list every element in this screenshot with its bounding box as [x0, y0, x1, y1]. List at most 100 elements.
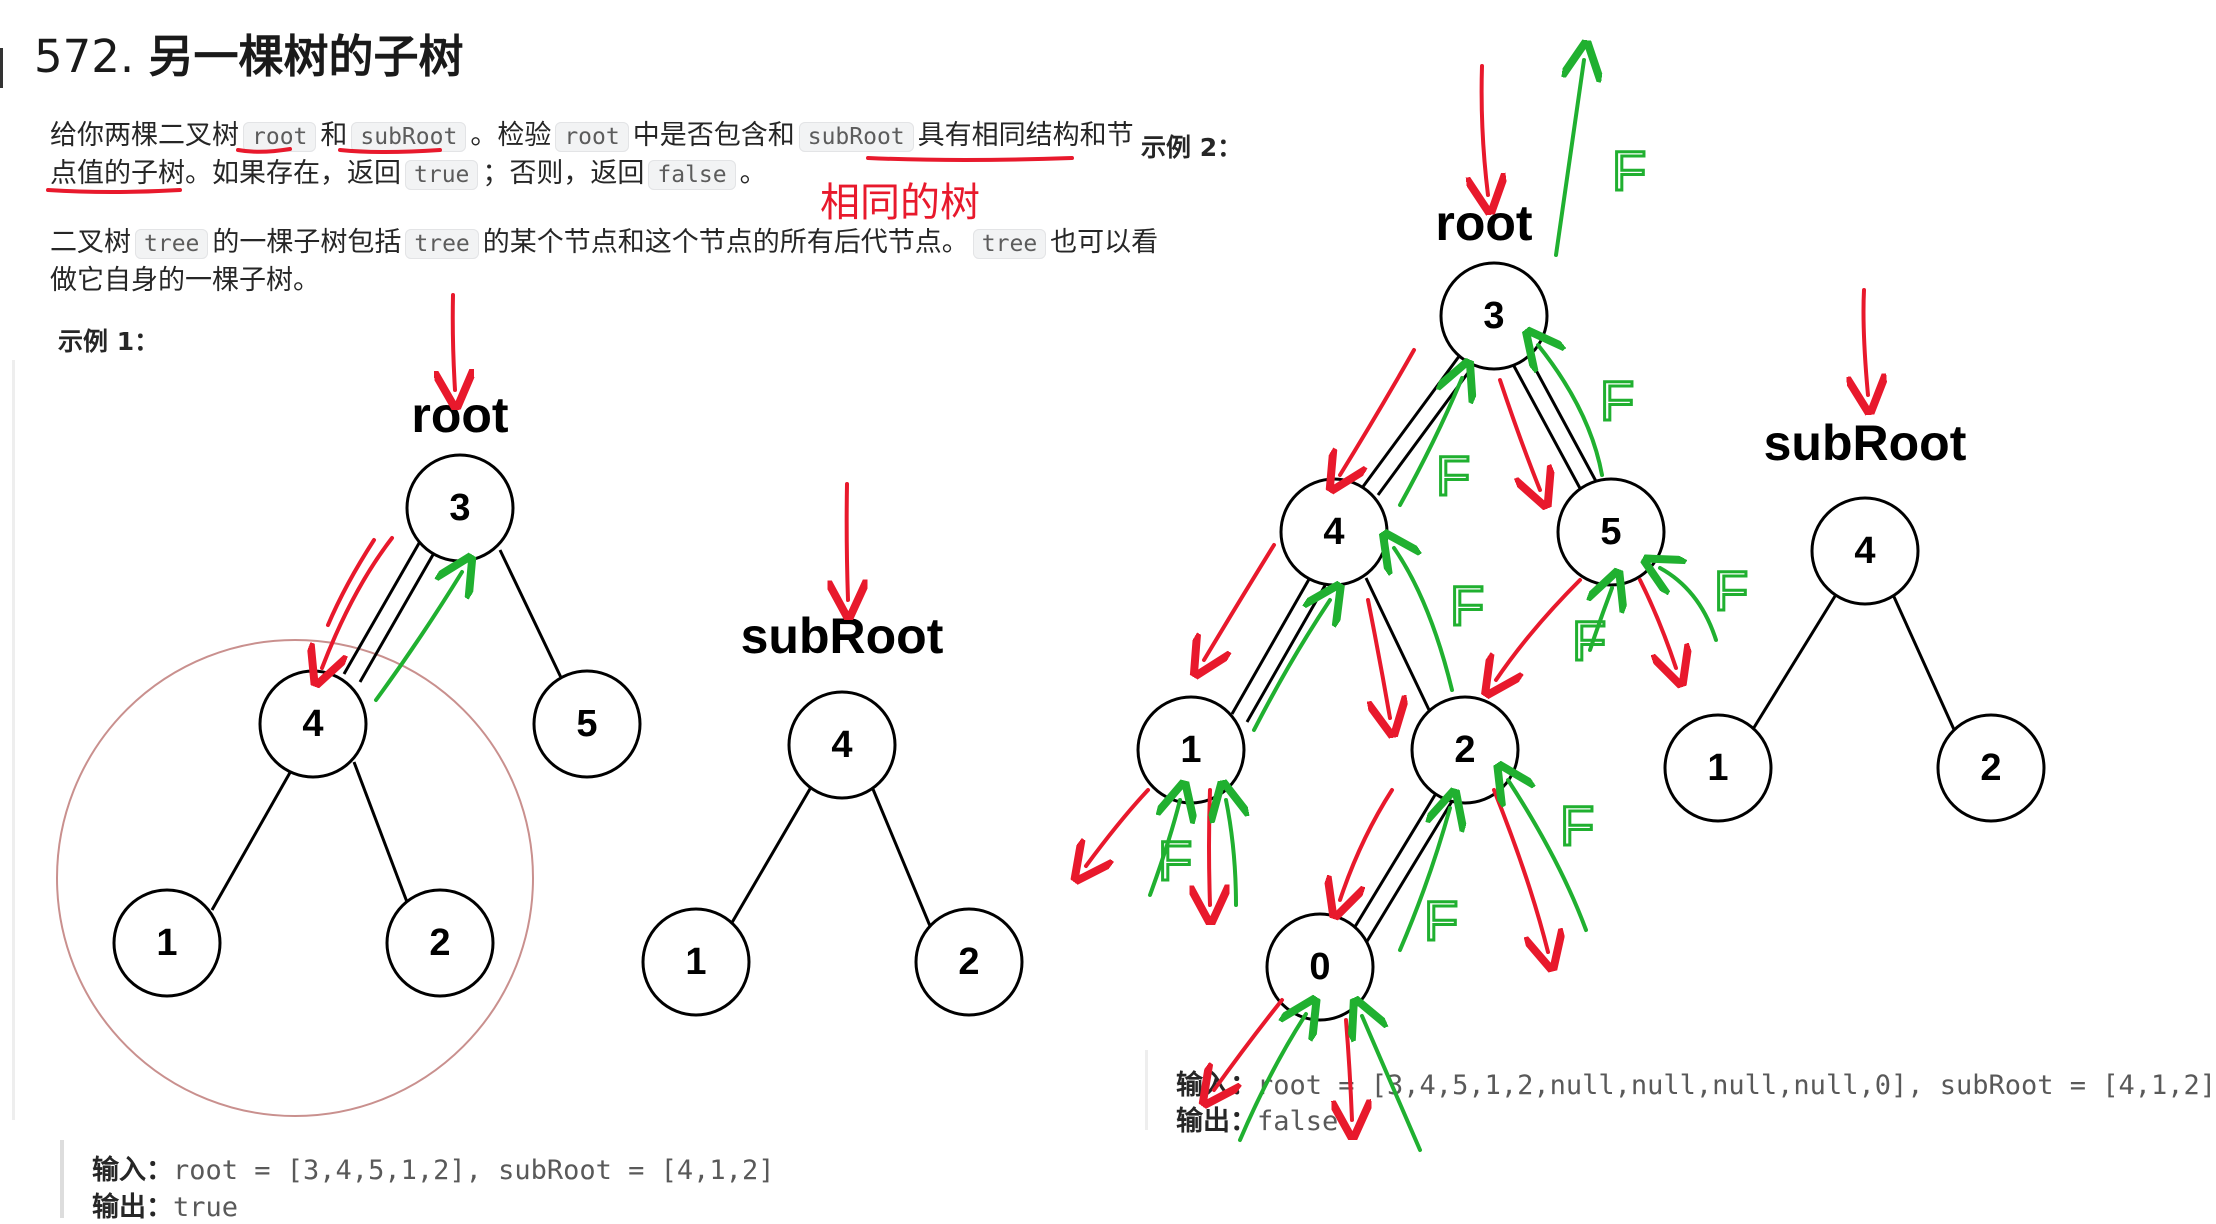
green-arrow: [1398, 808, 1450, 952]
underline-same-structure: [866, 156, 1074, 162]
svg-text:4: 4: [302, 703, 323, 745]
inline-code-subroot: subRoot: [351, 122, 467, 152]
root2-node-2: 2: [1410, 695, 1520, 805]
left-edge-bar: [0, 48, 3, 88]
red-arrow: [1204, 543, 1276, 660]
false-mark: F: [1436, 444, 1470, 507]
inline-code-true: true: [405, 160, 479, 190]
desc-text: 和: [320, 120, 348, 151]
input-value: root = [3,4,5,1,2], subRoot = [4,1,2]: [173, 1155, 775, 1186]
annotation-same-tree: 相同的树: [820, 180, 980, 226]
output-value: true: [173, 1192, 239, 1223]
desc-text: 点值的子树: [50, 158, 185, 189]
subroot-node-2: 2: [914, 907, 1024, 1017]
input-value: root = [3,4,5,1,2,null,null,null,null,0]…: [1257, 1070, 2216, 1101]
green-arrow-up: [374, 572, 462, 702]
edge: [1888, 587, 1958, 735]
root2-node-0: 0: [1265, 912, 1375, 1022]
problem-title: 另一棵树的子树: [148, 30, 464, 83]
root-node-3: 3: [405, 453, 515, 563]
example1-diagram: 3 4 5 1 2 root 4 1 2 subRoot: [56, 293, 1024, 1117]
red-arrow: [1346, 1018, 1352, 1120]
red-arrow: [1086, 788, 1150, 866]
false-mark: F: [1600, 369, 1634, 432]
subroot2-label: subRoot: [1764, 415, 1967, 471]
red-arrow: [1498, 378, 1540, 490]
desc-text: 做它自身的一棵子树。: [50, 265, 320, 296]
edge: [1245, 581, 1329, 723]
edge: [868, 781, 932, 927]
red-arrow: [1209, 788, 1210, 905]
inline-code-tree: tree: [405, 229, 479, 259]
edge: [1230, 573, 1314, 715]
svg-text:2: 2: [1980, 747, 2001, 789]
subroot-tree-edges: [728, 781, 932, 927]
red-arrow: [1496, 578, 1582, 680]
green-arrow: [1394, 548, 1454, 692]
root2-label: root: [1435, 195, 1533, 251]
green-arrow: [1362, 1016, 1422, 1152]
edge: [210, 761, 298, 911]
inline-code-subroot: subRoot: [798, 122, 914, 152]
red-arrow: [1864, 288, 1869, 395]
example1-annotation-arrows: [322, 293, 848, 702]
subroot2-node-4: 4: [1810, 496, 1920, 606]
tree-diagrams: 3 4 5 1 2 root 4 1 2 subRoot: [46, 0, 2046, 1152]
description-underlines: [46, 147, 1074, 194]
root-label: root: [411, 387, 509, 443]
inline-code-root: root: [243, 122, 317, 152]
underline-node-values: [46, 188, 182, 194]
edge: [1506, 354, 1584, 493]
root-tree-edges: [210, 537, 568, 911]
svg-text:3: 3: [1483, 295, 1504, 337]
edge: [342, 537, 424, 675]
desc-text: 。检验: [470, 120, 552, 151]
example2-diagram: 3 4 5 1 2 0 root 4 1 2 subRoot: [1086, 60, 2046, 1152]
inline-code-false: false: [648, 160, 736, 190]
svg-text:1: 1: [1707, 747, 1728, 789]
red-arrow: [1214, 998, 1284, 1090]
root2-node-3: 3: [1439, 261, 1549, 371]
false-mark: F: [1560, 794, 1594, 857]
edge: [1364, 577, 1432, 713]
desc-text: ；否则，返回: [482, 158, 645, 189]
green-arrow: [1398, 378, 1462, 507]
green-arrow: [1508, 780, 1588, 932]
svg-text:5: 5: [576, 703, 597, 745]
red-arrow-subroot: [847, 482, 848, 600]
red-arrow-down: [322, 536, 394, 668]
desc-text: 。: [739, 158, 767, 189]
root2-node-4: 4: [1279, 477, 1389, 587]
inline-code-tree: tree: [972, 229, 1047, 259]
svg-text:2: 2: [429, 922, 450, 964]
green-arrow: [1590, 588, 1612, 652]
false-mark: F: [1158, 829, 1192, 892]
svg-text:0: 0: [1309, 946, 1330, 988]
subroot2-tree-edges: [1748, 587, 1958, 735]
root-node-2: 2: [385, 888, 495, 998]
desc-text: 二叉树: [50, 227, 131, 258]
example1-io-bar: [60, 1140, 64, 1218]
red-arrow: [1638, 578, 1676, 668]
desc-text: 。如果存在，返回: [185, 158, 401, 189]
example2-red-arrows: [1086, 64, 1869, 1120]
desc-text: 给你两棵二叉树: [50, 120, 239, 151]
description-p2-line2: 做它自身的一棵子树。: [50, 262, 320, 300]
example2-green-arrows: [1148, 60, 1718, 1152]
example2-io-bar: [1145, 1050, 1148, 1130]
edge: [498, 549, 568, 689]
green-arrow: [1226, 800, 1236, 907]
svg-text:5: 5: [1600, 511, 1621, 553]
desc-text: 的某个节点和这个节点的所有后代节点。: [482, 227, 969, 258]
false-mark: F: [1612, 139, 1646, 202]
root-node-4: 4: [258, 669, 368, 779]
green-arrow: [1660, 568, 1718, 642]
output-label: 输出：: [92, 1192, 173, 1223]
svg-text:4: 4: [1323, 511, 1344, 553]
false-mark: F: [1714, 559, 1748, 622]
desc-text: 中是否包含和: [632, 120, 795, 151]
svg-text:1: 1: [156, 922, 177, 964]
subroot2-node-1: 1: [1663, 713, 1773, 823]
